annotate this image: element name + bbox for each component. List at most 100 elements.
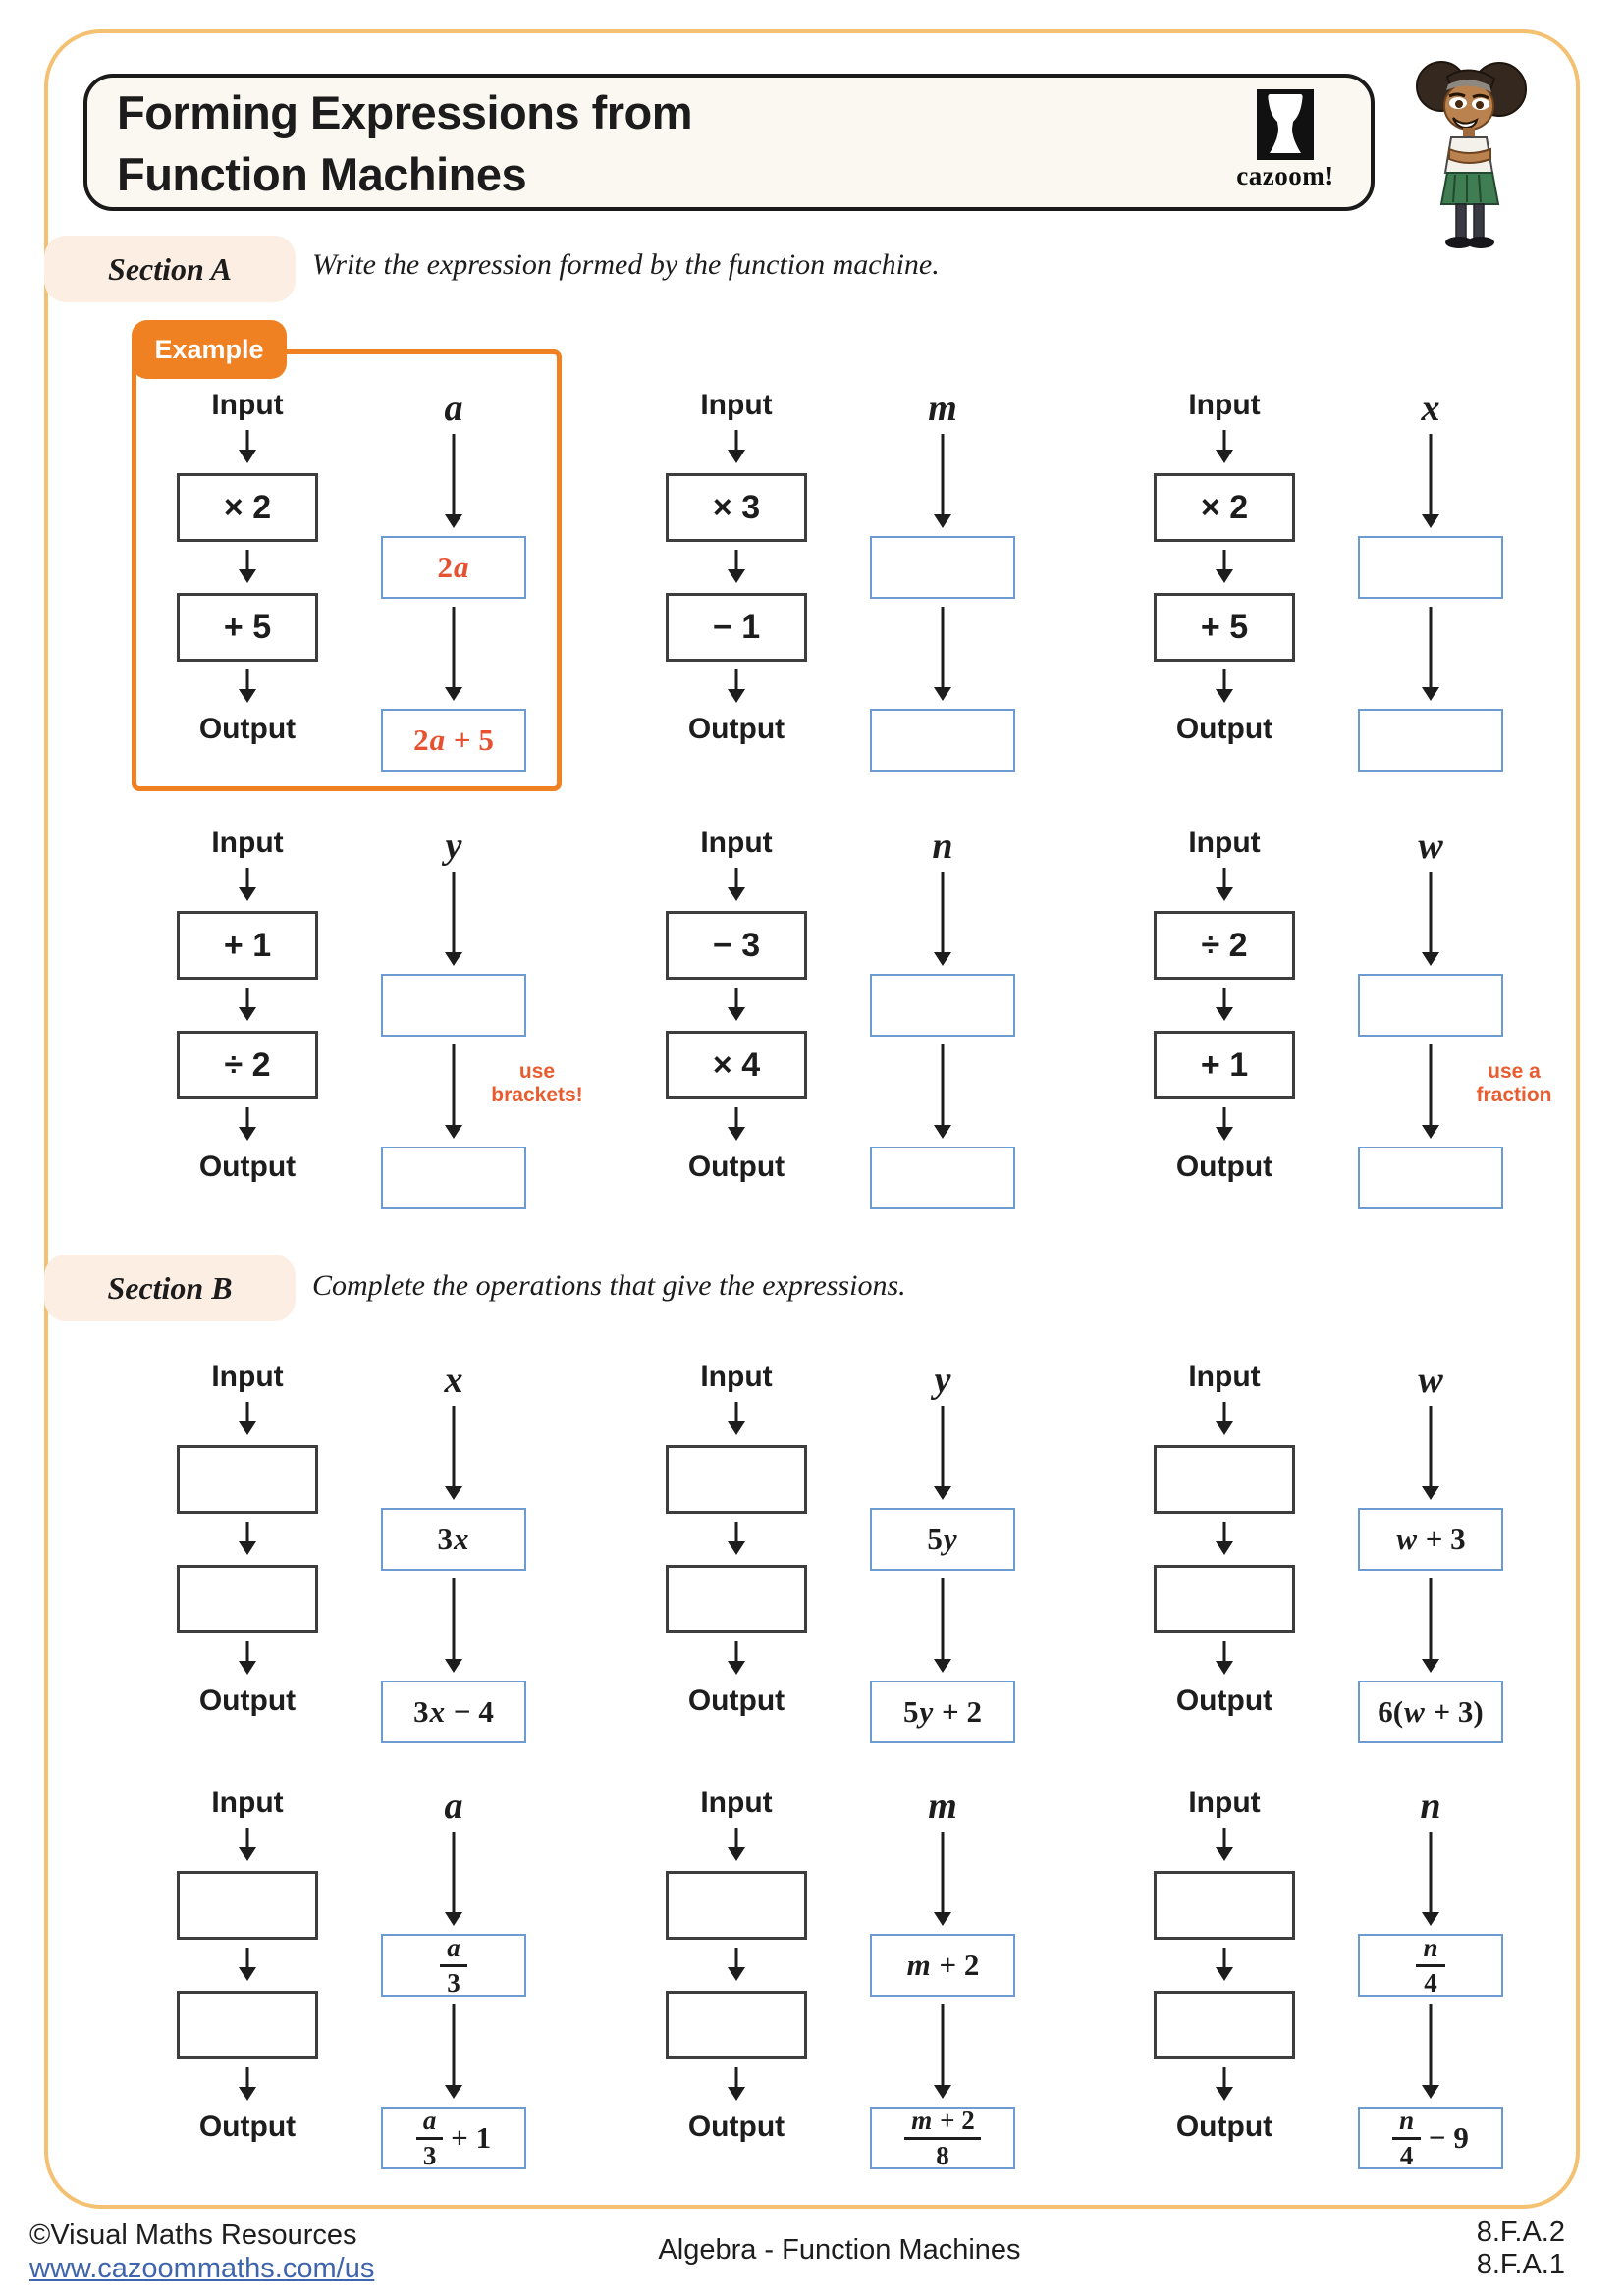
down-arrow bbox=[1214, 1402, 1235, 1435]
operation-box-blank[interactable] bbox=[666, 1991, 807, 2059]
down-arrow bbox=[1214, 1107, 1235, 1141]
output-label: Output bbox=[198, 713, 297, 745]
cazoom-logo: cazoom! bbox=[1225, 89, 1345, 191]
operation-box-blank[interactable] bbox=[177, 1565, 318, 1633]
operation-box-blank[interactable] bbox=[1154, 1565, 1295, 1633]
variable-label: a bbox=[444, 388, 463, 429]
section-a-label: Section A bbox=[44, 236, 296, 302]
operation-box: + 1 bbox=[177, 911, 318, 980]
input-label: Input bbox=[211, 389, 284, 421]
answer-box-blank[interactable] bbox=[1358, 1147, 1503, 1209]
down-arrow bbox=[1214, 1522, 1235, 1555]
output-label: Output bbox=[687, 713, 785, 745]
down-arrow bbox=[443, 2004, 464, 2099]
section-a-instruction: Write the expression formed by the funct… bbox=[312, 248, 940, 281]
answer-box: w + 3 bbox=[1358, 1508, 1503, 1571]
example-frame bbox=[132, 349, 562, 791]
page-border bbox=[44, 29, 1580, 2209]
student-character-illustration bbox=[1412, 55, 1530, 251]
down-arrow bbox=[932, 1044, 953, 1139]
footer-topic: Algebra - Function Machines bbox=[658, 2234, 1021, 2266]
down-arrow bbox=[237, 988, 258, 1021]
operation-box-blank[interactable] bbox=[666, 1445, 807, 1514]
operation-box: × 4 bbox=[666, 1031, 807, 1099]
answer-box-blank[interactable] bbox=[870, 1147, 1015, 1209]
answer-box-blank[interactable] bbox=[870, 974, 1015, 1037]
operation-box-blank[interactable] bbox=[177, 1871, 318, 1940]
operation-box-blank[interactable] bbox=[1154, 1445, 1295, 1514]
function-machine-b3: Input Output w w + 3 6(w + 3) bbox=[1116, 1361, 1529, 1751]
operation-box-blank[interactable] bbox=[666, 1871, 807, 1940]
down-arrow bbox=[1214, 1641, 1235, 1675]
footer-copyright: ©Visual Maths Resources bbox=[29, 2219, 357, 2251]
input-label: Input bbox=[1188, 827, 1261, 859]
down-arrow bbox=[237, 1948, 258, 1981]
page-title-line2: Function Machines bbox=[117, 148, 527, 200]
variable-label: a bbox=[444, 1786, 463, 1827]
example-tag: Example bbox=[132, 320, 287, 379]
operation-box-blank[interactable] bbox=[666, 1565, 807, 1633]
down-arrow bbox=[932, 1578, 953, 1673]
standard-code-1: 8.F.A.2 bbox=[1476, 2216, 1565, 2248]
operation-box: + 1 bbox=[1154, 1031, 1295, 1099]
down-arrow bbox=[443, 1578, 464, 1673]
output-label: Output bbox=[198, 1684, 297, 1717]
down-arrow bbox=[443, 1406, 464, 1500]
down-arrow bbox=[726, 1828, 747, 1861]
footer-standards: 8.F.A.2 8.F.A.1 bbox=[1477, 2216, 1565, 2281]
down-arrow bbox=[726, 669, 747, 703]
answer-box-blank[interactable] bbox=[870, 709, 1015, 772]
down-arrow bbox=[932, 1406, 953, 1500]
function-machine-a2: Input × 3 − 1 Output m bbox=[628, 389, 1041, 779]
output-label: Output bbox=[687, 1150, 785, 1183]
down-arrow bbox=[237, 868, 258, 901]
answer-box-blank[interactable] bbox=[1358, 536, 1503, 599]
operation-box-blank[interactable] bbox=[1154, 1991, 1295, 2059]
down-arrow bbox=[237, 2067, 258, 2101]
operation-box-blank[interactable] bbox=[177, 1991, 318, 2059]
down-arrow bbox=[1214, 669, 1235, 703]
answer-box-blank[interactable] bbox=[381, 1147, 526, 1209]
answer-box-blank[interactable] bbox=[870, 536, 1015, 599]
down-arrow bbox=[237, 1522, 258, 1555]
answer-box-blank[interactable] bbox=[1358, 709, 1503, 772]
footer-link[interactable]: www.cazoommaths.com/us bbox=[29, 2253, 375, 2284]
output-label: Output bbox=[1175, 1150, 1273, 1183]
input-label: Input bbox=[700, 389, 773, 421]
input-label: Input bbox=[211, 1361, 284, 1393]
answer-box-blank[interactable] bbox=[381, 974, 526, 1037]
down-arrow bbox=[443, 607, 464, 701]
down-arrow bbox=[237, 1402, 258, 1435]
input-label: Input bbox=[211, 1787, 284, 1819]
down-arrow bbox=[932, 1832, 953, 1926]
output-label: Output bbox=[1175, 1684, 1273, 1717]
down-arrow bbox=[443, 1832, 464, 1926]
variable-label: x bbox=[444, 1360, 463, 1401]
variable-label: w bbox=[1418, 826, 1443, 867]
answer-box: 6(w + 3) bbox=[1358, 1681, 1503, 1743]
operation-box-blank[interactable] bbox=[1154, 1871, 1295, 1940]
operation-box: ÷ 2 bbox=[1154, 911, 1295, 980]
drum-icon bbox=[1257, 89, 1314, 160]
operation-box: − 1 bbox=[666, 593, 807, 662]
down-arrow bbox=[932, 2004, 953, 2099]
operation-box: + 5 bbox=[1154, 593, 1295, 662]
operation-box: ÷ 2 bbox=[177, 1031, 318, 1099]
answer-box-blank[interactable] bbox=[1358, 974, 1503, 1037]
operation-box-blank[interactable] bbox=[177, 1445, 318, 1514]
down-arrow bbox=[726, 550, 747, 583]
down-arrow bbox=[726, 1948, 747, 1981]
down-arrow bbox=[932, 872, 953, 966]
down-arrow bbox=[1420, 2004, 1441, 2099]
operation-box: × 2 bbox=[177, 473, 318, 542]
function-machine-a5: Input − 3 × 4 Output n bbox=[628, 827, 1041, 1217]
